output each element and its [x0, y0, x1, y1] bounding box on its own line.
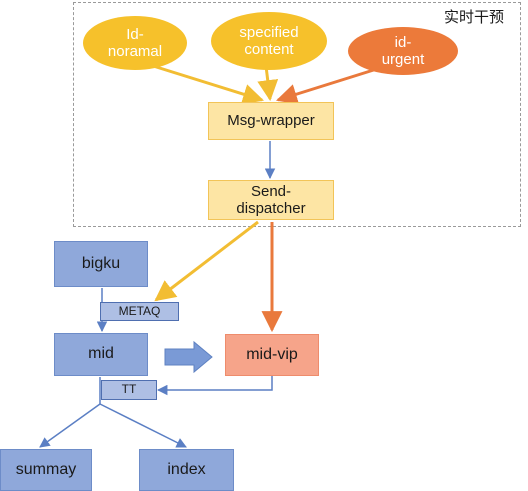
- mid-vip-label: mid-vip: [246, 345, 298, 363]
- specified-content-node: specified content: [211, 12, 327, 70]
- edge-split-to-index: [99, 403, 187, 448]
- bigku-label: bigku: [81, 254, 121, 272]
- send-dispatcher-label: Send- dispatcher: [236, 182, 306, 217]
- mid-node: mid: [54, 333, 148, 376]
- edge-split-to-summay: [39, 403, 101, 448]
- index-node: index: [139, 449, 234, 491]
- realtime-intervention-region: [73, 2, 521, 227]
- edge-send-dispatcher-to-metaq: [154, 220, 259, 302]
- bigku-node: bigku: [54, 241, 148, 287]
- edge-id-urgent-to-msg-wrapper: [275, 66, 381, 105]
- id-normal-node: Id- noramal: [83, 16, 187, 70]
- index-label: index: [167, 460, 206, 478]
- msg-wrapper-label: Msg-wrapper: [227, 112, 315, 130]
- send-dispatcher-node: Send- dispatcher: [208, 180, 334, 220]
- edge-id-normal-to-msg-wrapper: [149, 63, 265, 105]
- tt-label: TT: [121, 382, 137, 397]
- mid-vip-node: mid-vip: [225, 334, 319, 376]
- tt-tag: TT: [101, 380, 157, 400]
- msg-wrapper-node: Msg-wrapper: [208, 102, 334, 140]
- id-urgent-label: id- urgent: [381, 33, 425, 68]
- mid-label: mid: [88, 345, 114, 363]
- summay-label: summay: [15, 460, 77, 478]
- specified-content-label: specified content: [239, 23, 299, 58]
- block-arrow-mid-to-mid-vip: [164, 340, 213, 374]
- metaq-tag: METAQ: [100, 302, 179, 321]
- id-urgent-node: id- urgent: [348, 27, 458, 75]
- edge-specified-content-to-msg-wrapper: [257, 65, 279, 102]
- id-normal-label: Id- noramal: [107, 25, 163, 60]
- realtime-intervention-label: 实时干预: [444, 8, 505, 26]
- metaq-label: METAQ: [118, 303, 161, 318]
- edge-mid-vip-to-tt: [156, 376, 273, 396]
- summay-node: summay: [0, 449, 92, 491]
